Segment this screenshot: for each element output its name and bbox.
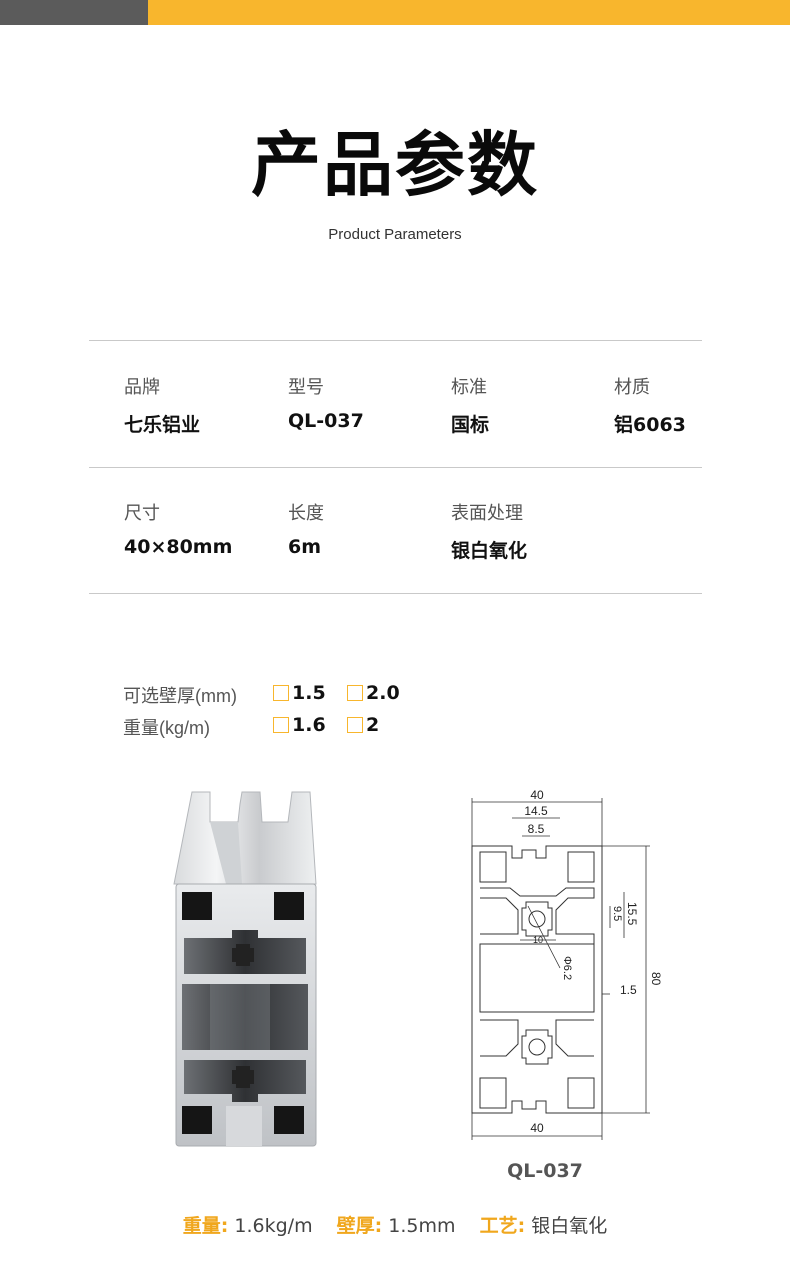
spec-value-length: 6m (288, 536, 322, 558)
weight-option-1: 1.6 (292, 714, 326, 736)
weight-option-2: 2 (366, 714, 380, 736)
page-title: 产品参数 (251, 124, 539, 206)
dim-rib-inner: 9.5 (611, 906, 623, 921)
page-subtitle: Product Parameters (328, 226, 462, 243)
spec-label-material: 材质 (614, 377, 650, 398)
spec-label-model: 型号 (288, 377, 324, 398)
cross-section-drawing: 40 14.5 8.5 40 10 1.5 80 15.5 9.5 Φ6.2 (471, 788, 663, 1140)
footer-weight-key: 重量: (182, 1215, 229, 1237)
weight-checkbox-2[interactable] (347, 717, 363, 733)
thickness-option-label: 可选壁厚(mm) (123, 686, 237, 706)
thickness-checkbox-1[interactable] (273, 685, 289, 701)
dim-top-width: 40 (530, 788, 544, 802)
dim-core: 10 (533, 935, 543, 945)
spec-label-surface: 表面处理 (451, 503, 523, 524)
spec-value-surface: 银白氧化 (451, 540, 528, 562)
weight-checkbox-1[interactable] (273, 717, 289, 733)
footer-process-key: 工艺: (479, 1215, 526, 1237)
spec-value-material: 铝6063 (614, 414, 686, 436)
footer-weight-value: 1.6kg/m (234, 1215, 313, 1237)
spec-value-standard: 国标 (451, 414, 490, 436)
table-divider-bottom (89, 593, 702, 594)
dim-rib-outer: 15.5 (625, 902, 639, 926)
dim-hole-diameter: Φ6.2 (561, 956, 573, 980)
spec-label-size: 尺寸 (124, 503, 160, 524)
top-bar-gold-segment (148, 0, 790, 25)
dim-wall: 1.5 (620, 983, 637, 997)
dim-height: 80 (649, 972, 663, 986)
table-divider-middle (89, 467, 702, 468)
spec-value-brand: 七乐铝业 (124, 414, 201, 436)
drawing-model-label: QL-037 (507, 1160, 583, 1182)
spec-label-brand: 品牌 (124, 377, 160, 398)
spec-value-size: 40×80mm (124, 536, 233, 558)
thickness-checkbox-2[interactable] (347, 685, 363, 701)
spec-label-length: 长度 (288, 503, 324, 524)
dim-slot-inner: 8.5 (528, 822, 545, 836)
dim-bottom-width: 40 (530, 1121, 544, 1135)
spec-label-standard: 标准 (451, 377, 487, 398)
top-bar-dark-segment (0, 0, 148, 25)
footer-process-value: 银白氧化 (531, 1215, 608, 1237)
aluminum-profile-photo (173, 791, 317, 1147)
footer-thickness-value: 1.5mm (388, 1215, 456, 1237)
footer-thickness-key: 壁厚: (336, 1215, 383, 1237)
table-divider-top (89, 340, 702, 341)
dim-slot-outer: 14.5 (524, 804, 548, 818)
top-color-bar (0, 0, 790, 25)
footer-summary: 重量: 1.6kg/m 壁厚: 1.5mm 工艺: 银白氧化 (0, 1211, 790, 1238)
spec-value-model: QL-037 (288, 410, 364, 432)
weight-option-label: 重量(kg/m) (123, 718, 210, 738)
thickness-option-1: 1.5 (292, 682, 326, 704)
thickness-option-2: 2.0 (366, 682, 400, 704)
